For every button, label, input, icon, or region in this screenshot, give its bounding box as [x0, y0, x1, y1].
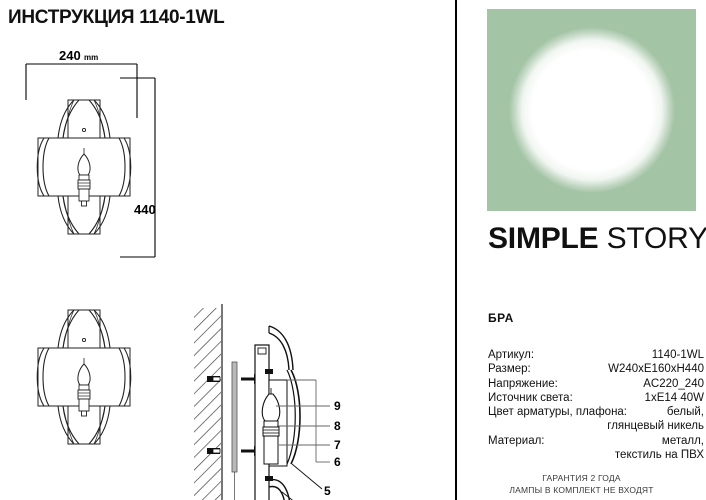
spec-value-color-line2: глянцевый никель	[607, 420, 704, 433]
product-type-heading: БРА	[488, 311, 514, 325]
plate-screw-upper	[265, 369, 273, 374]
panel-divider	[455, 0, 457, 500]
bulbs-not-included-text: ЛАМПЫ В КОМПЛЕКТ НЕ ВХОДЯТ	[509, 485, 654, 495]
spec-row: Артикул: 1140-1WL	[488, 348, 704, 362]
plate-screw-bottom	[265, 476, 273, 481]
brand-spec-panel: SIMPLE STORY БРА Артикул: 1140-1WL Разме…	[457, 0, 706, 500]
wall-anchor-upper	[207, 376, 221, 382]
spec-row: Источник света: 1xE14 40W	[488, 391, 704, 405]
bulb-assembly	[261, 388, 281, 465]
width-dimension-label: 240	[59, 48, 81, 63]
height-dimension-label: 440	[134, 202, 156, 217]
callout-9: 9	[334, 399, 341, 413]
spec-row: Материал: металл,	[488, 434, 704, 448]
mounting-bracket	[231, 361, 238, 500]
brand-wordmark: SIMPLE STORY	[488, 222, 706, 256]
front-view-plain	[36, 309, 132, 445]
callout-8: 8	[334, 419, 341, 433]
spec-row: Напряжение: AC220_240	[488, 377, 704, 391]
spec-label-voltage: Напряжение:	[488, 377, 558, 390]
warranty-text: ГАРАНТИЯ 2 ГОДА	[542, 473, 621, 483]
spec-label-article: Артикул:	[488, 349, 535, 361]
spec-label-size: Размер:	[488, 363, 531, 376]
decorative-arm-upper	[268, 325, 294, 371]
assembly-side-view: 9 8 7 6 5 4 3 2	[194, 304, 341, 500]
spec-value-voltage: AC220_240	[643, 377, 704, 390]
spec-value-color: белый,	[666, 406, 704, 419]
spec-value-article: 1140-1WL	[651, 349, 704, 361]
technical-drawing-svg: 240 mm 440	[25, 48, 341, 500]
shade-bow-outer	[290, 369, 301, 465]
wall-anchor-lower	[207, 448, 221, 454]
callout-7: 7	[334, 438, 341, 452]
spec-row: Цвет арматуры, плафона: белый,	[488, 405, 704, 419]
spec-row: Размер: W240xE160xH440	[488, 362, 704, 376]
width-dimension-unit: mm	[84, 53, 98, 62]
brand-name-bold: SIMPLE	[488, 222, 599, 255]
spec-label-material: Материал:	[488, 434, 545, 447]
spec-label-lightsource: Источник света:	[488, 391, 573, 404]
brand-logo-mark	[487, 9, 696, 211]
brand-name-light: STORY	[606, 222, 706, 255]
wall-section	[194, 304, 223, 500]
decorative-arm-lower	[268, 479, 290, 500]
spec-label-color: Цвет арматуры, плафона:	[488, 406, 628, 419]
spec-value-lightsource: 1xE14 40W	[644, 391, 704, 404]
spec-value-size: W240xE160xH440	[608, 363, 704, 376]
front-view-dimensioned: 240 mm 440	[25, 48, 156, 258]
page-title: ИНСТРУКЦИЯ 1140-1WL	[8, 7, 225, 28]
spec-value-material-line2: текстиль на ПВХ	[614, 449, 704, 462]
callout-6: 6	[334, 455, 341, 469]
footer-note: ГАРАНТИЯ 2 ГОДА ЛАМПЫ В КОМПЛЕКТ НЕ ВХОД…	[457, 472, 706, 496]
callout-5: 5	[324, 484, 331, 498]
logo-glow-circle-icon	[508, 27, 675, 193]
technical-drawing-panel: 240 mm 440	[0, 40, 455, 500]
specification-table: Артикул: 1140-1WL Размер: W240xE160xH440…	[488, 348, 704, 462]
spec-value-material: металл,	[661, 434, 704, 447]
